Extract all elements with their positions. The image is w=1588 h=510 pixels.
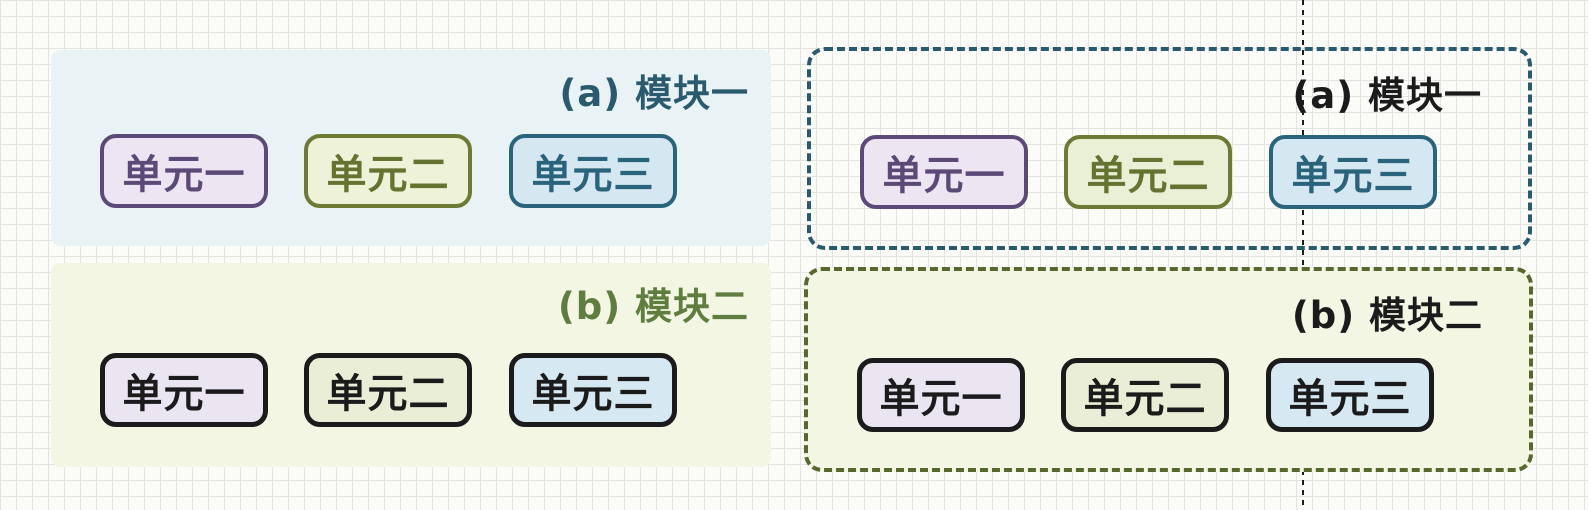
panel-a-left-label: (a) 模块一 (559, 72, 749, 115)
unit-box-3: 单元三 (509, 353, 677, 427)
unit-box-2: 单元二 (304, 134, 472, 208)
unit-box-3: 单元三 (509, 134, 677, 208)
unit-box-1: 单元一 (100, 353, 268, 427)
unit-box-1: 单元一 (860, 135, 1028, 209)
unit-box-1: 单元一 (100, 134, 268, 208)
unit-box-3: 单元三 (1269, 135, 1437, 209)
module-panel-a-right: (a) 模块一 单元一 单元二 单元三 (807, 47, 1532, 250)
module-panel-a-left: (a) 模块一 单元一 单元二 单元三 (51, 50, 771, 246)
unit-box-2: 单元二 (1064, 135, 1232, 209)
unit-box-1: 单元一 (857, 358, 1025, 432)
panel-b-left-label: (b) 模块二 (557, 285, 749, 328)
module-panel-b-right: (b) 模块二 单元一 单元二 单元三 (804, 267, 1533, 472)
unit-box-3: 单元三 (1266, 358, 1434, 432)
panel-a-right-label: (a) 模块一 (1292, 74, 1482, 117)
unit-box-2: 单元二 (304, 353, 472, 427)
unit-box-2: 单元二 (1061, 358, 1229, 432)
panel-b-right-label: (b) 模块二 (1291, 294, 1483, 337)
vertical-dotted-divider-line (1302, 0, 1304, 510)
module-panel-b-left: (b) 模块二 单元一 单元二 单元三 (51, 263, 771, 467)
